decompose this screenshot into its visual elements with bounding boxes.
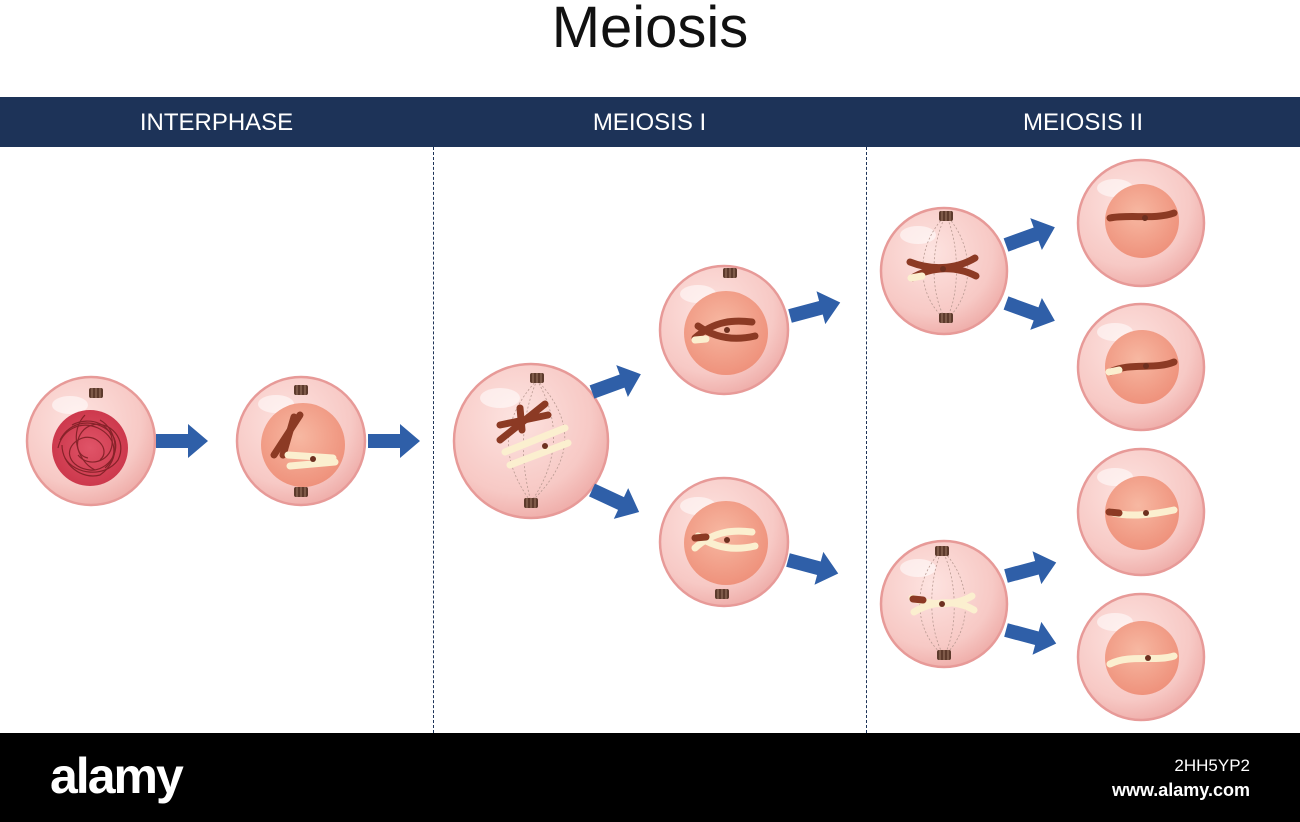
website-url: www.alamy.com: [1111, 780, 1250, 800]
arrow-icon: [368, 424, 420, 458]
arrow-icon: [783, 543, 843, 590]
arrow-icon: [1000, 287, 1061, 337]
phase-label-meiosis-2: MEIOSIS II: [1022, 109, 1144, 136]
gamete-cell-4: [1076, 592, 1206, 722]
brand-logo: alamy: [50, 748, 184, 804]
gamete-cell-3: [1076, 447, 1206, 577]
meiosis-diagram: [25, 158, 1206, 722]
image-id: 2HH5YP2: [1174, 756, 1250, 775]
arrow-icon: [1001, 546, 1061, 593]
arrow-icon: [1001, 613, 1061, 660]
daughter-cell-2: [658, 476, 790, 608]
watermark-footer: alamy 2HH5YP2 www.alamy.com: [0, 733, 1300, 822]
phase-label-meiosis-1: MEIOSIS I: [592, 109, 707, 136]
meiosis-2-cell-bottom: [879, 539, 1009, 669]
interphase-cell: [25, 375, 157, 507]
gamete-cell-1: [1076, 158, 1206, 288]
gamete-cell-2: [1076, 302, 1206, 432]
phase-label-interphase: INTERPHASE: [139, 109, 294, 136]
metaphase-1-cell: [452, 362, 610, 520]
meiosis-2-cell-top: [879, 206, 1009, 336]
phase-header-bar: INTERPHASE MEIOSIS I MEIOSIS II: [0, 97, 1300, 147]
arrow-icon: [156, 424, 208, 458]
arrow-icon: [1000, 211, 1061, 261]
page-title: Meiosis: [551, 0, 749, 60]
prophase-cell: [235, 375, 367, 507]
arrow-icon: [785, 286, 845, 333]
daughter-cell-1: [658, 264, 790, 396]
phase-divider: [866, 147, 867, 733]
phase-divider: [433, 147, 434, 733]
